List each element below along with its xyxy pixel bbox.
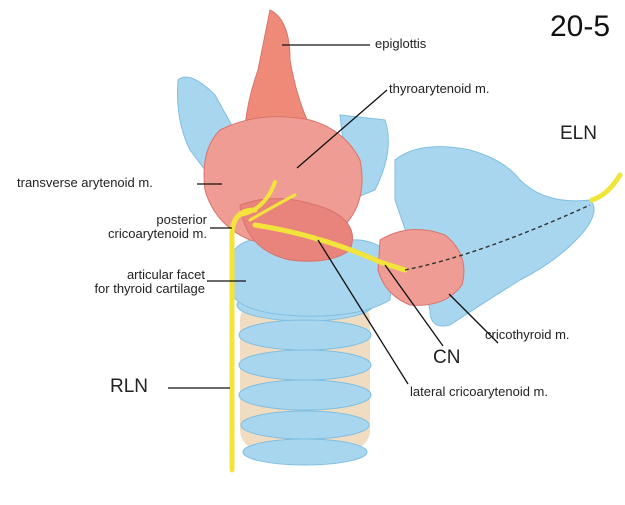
label-articular-facet-line1: articular facet xyxy=(94,268,205,282)
label-lateral-cricoarytenoid: lateral cricoarytenoid m. xyxy=(410,385,548,399)
label-thyroarytenoid: thyroarytenoid m. xyxy=(389,82,489,96)
label-rln: RLN xyxy=(110,377,148,398)
label-posterior-cricoarytenoid-line2: cricoarytenoid m. xyxy=(108,227,207,241)
label-articular-facet-line2: for thyroid cartilage xyxy=(94,282,205,296)
label-epiglottis: epiglottis xyxy=(375,37,426,51)
figure-number: 20-5 xyxy=(550,10,610,43)
trachea-ring xyxy=(241,411,369,439)
label-eln: ELN xyxy=(560,124,597,145)
label-posterior-cricoarytenoid-line1: posterior xyxy=(108,213,207,227)
label-posterior-cricoarytenoid: posterior cricoarytenoid m. xyxy=(108,213,207,242)
trachea-ring xyxy=(239,320,371,350)
external-laryngeal-nerve xyxy=(592,175,620,200)
label-cn: CN xyxy=(433,348,460,369)
label-cricothyroid: cricothyroid m. xyxy=(485,328,570,342)
trachea-ring xyxy=(239,350,371,380)
label-articular-facet: articular facet for thyroid cartilage xyxy=(94,268,205,297)
label-transverse-arytenoid: transverse arytenoid m. xyxy=(17,176,153,190)
trachea-ring xyxy=(243,439,367,465)
trachea-ring xyxy=(239,380,371,410)
